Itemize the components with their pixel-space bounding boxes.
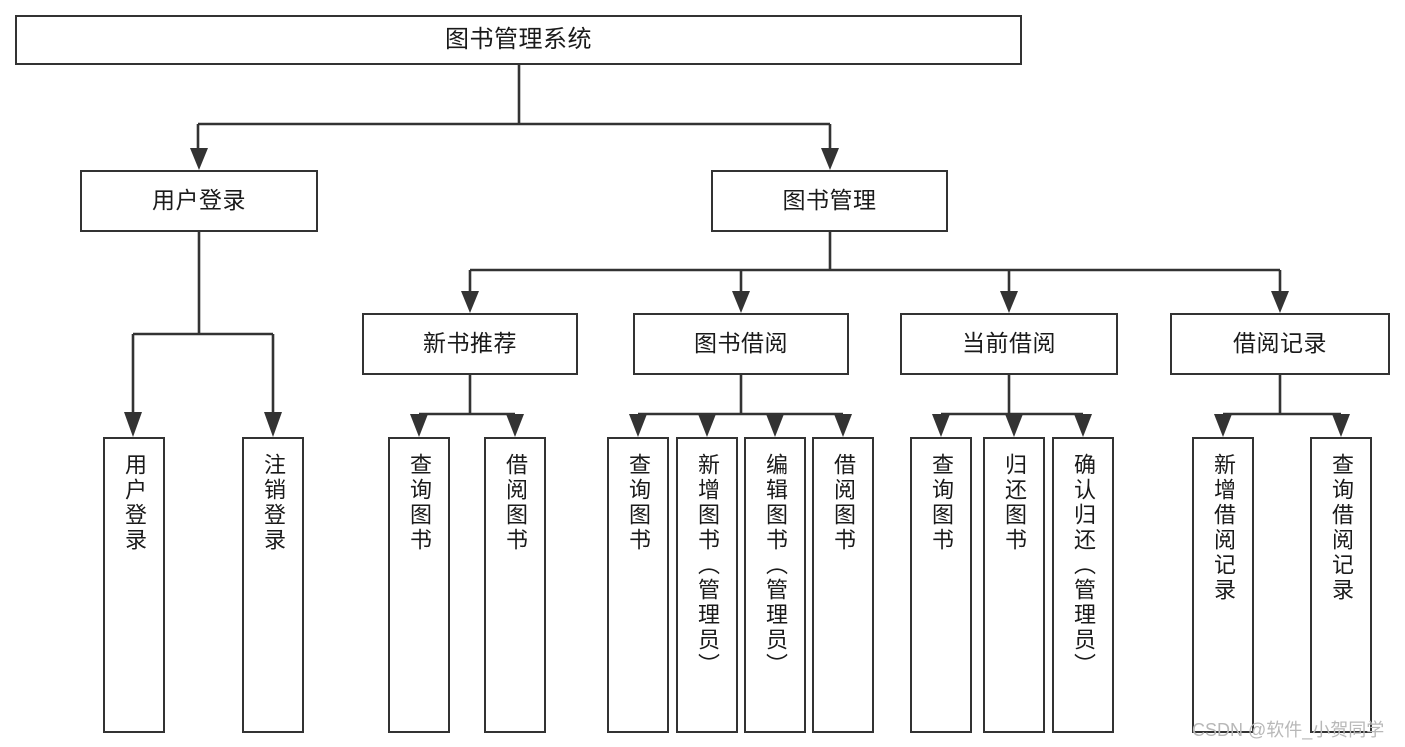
leaf-confirm-return-admin-label: 确认归还（管理员） (1070, 453, 1096, 678)
leaf-borrow-book-label: 借阅图书 (830, 453, 856, 553)
node-book-management-label: 图书管理 (782, 187, 877, 214)
leaf-user-login-label: 用户登录 (121, 453, 147, 553)
leaf-add-book-admin[interactable]: 新增图书（管理员） (676, 437, 738, 733)
node-current-borrow[interactable]: 当前借阅 (900, 313, 1118, 375)
leaf-add-borrow-record-label: 新增借阅记录 (1210, 453, 1236, 603)
node-root[interactable]: 图书管理系统 (15, 15, 1022, 65)
leaf-logout-label: 注销登录 (260, 453, 286, 553)
arrowhead (732, 291, 750, 313)
leaf-user-login[interactable]: 用户登录 (103, 437, 165, 733)
arrowhead (932, 414, 950, 437)
leaf-query-book-recommend[interactable]: 查询图书 (388, 437, 450, 733)
node-user-login[interactable]: 用户登录 (80, 170, 318, 232)
leaf-query-book-borrow-label: 查询图书 (625, 453, 651, 553)
leaf-logout[interactable]: 注销登录 (242, 437, 304, 733)
leaf-query-book-current-label: 查询图书 (928, 453, 954, 553)
leaf-borrow-book[interactable]: 借阅图书 (812, 437, 874, 733)
arrowhead (264, 412, 282, 437)
arrowhead (1000, 291, 1018, 313)
leaf-query-borrow-record-label: 查询借阅记录 (1328, 453, 1354, 603)
arrowhead (1074, 414, 1092, 437)
node-borrow-record[interactable]: 借阅记录 (1170, 313, 1390, 375)
node-user-login-label: 用户登录 (152, 187, 246, 214)
leaf-query-book-recommend-label: 查询图书 (406, 453, 432, 553)
node-current-borrow-label: 当前借阅 (962, 330, 1056, 357)
arrowhead (506, 414, 524, 437)
node-borrow-record-label: 借阅记录 (1233, 330, 1327, 357)
leaf-borrow-book-recommend[interactable]: 借阅图书 (484, 437, 546, 733)
leaf-query-book-borrow[interactable]: 查询图书 (607, 437, 669, 733)
node-new-book-recommend[interactable]: 新书推荐 (362, 313, 578, 375)
arrowhead (124, 412, 142, 437)
arrowhead (821, 148, 839, 170)
watermark: CSDN @软件_小贺同学 (1192, 720, 1385, 740)
arrowhead (698, 414, 716, 437)
arrowhead (1214, 414, 1232, 437)
arrowhead (190, 148, 208, 170)
node-book-borrow[interactable]: 图书借阅 (633, 313, 849, 375)
leaf-edit-book-admin-label: 编辑图书（管理员） (762, 453, 788, 678)
node-book-management[interactable]: 图书管理 (711, 170, 948, 232)
arrowhead (461, 291, 479, 313)
node-book-borrow-label: 图书借阅 (694, 330, 788, 357)
arrowhead (766, 414, 784, 437)
leaf-borrow-book-recommend-label: 借阅图书 (502, 453, 528, 553)
leaf-query-book-current[interactable]: 查询图书 (910, 437, 972, 733)
leaf-return-book-label: 归还图书 (1001, 453, 1027, 553)
node-new-book-recommend-label: 新书推荐 (423, 330, 517, 357)
arrowhead (629, 414, 647, 437)
leaf-add-borrow-record[interactable]: 新增借阅记录 (1192, 437, 1254, 733)
arrowhead (1271, 291, 1289, 313)
leaf-add-book-admin-label: 新增图书（管理员） (694, 453, 720, 678)
node-root-label: 图书管理系统 (445, 25, 592, 53)
leaf-edit-book-admin[interactable]: 编辑图书（管理员） (744, 437, 806, 733)
arrowhead (1332, 414, 1350, 437)
leaf-query-borrow-record[interactable]: 查询借阅记录 (1310, 437, 1372, 733)
leaf-return-book[interactable]: 归还图书 (983, 437, 1045, 733)
leaf-confirm-return-admin[interactable]: 确认归还（管理员） (1052, 437, 1114, 733)
arrowhead (834, 414, 852, 437)
arrowhead (410, 414, 428, 437)
arrowhead (1005, 414, 1023, 437)
